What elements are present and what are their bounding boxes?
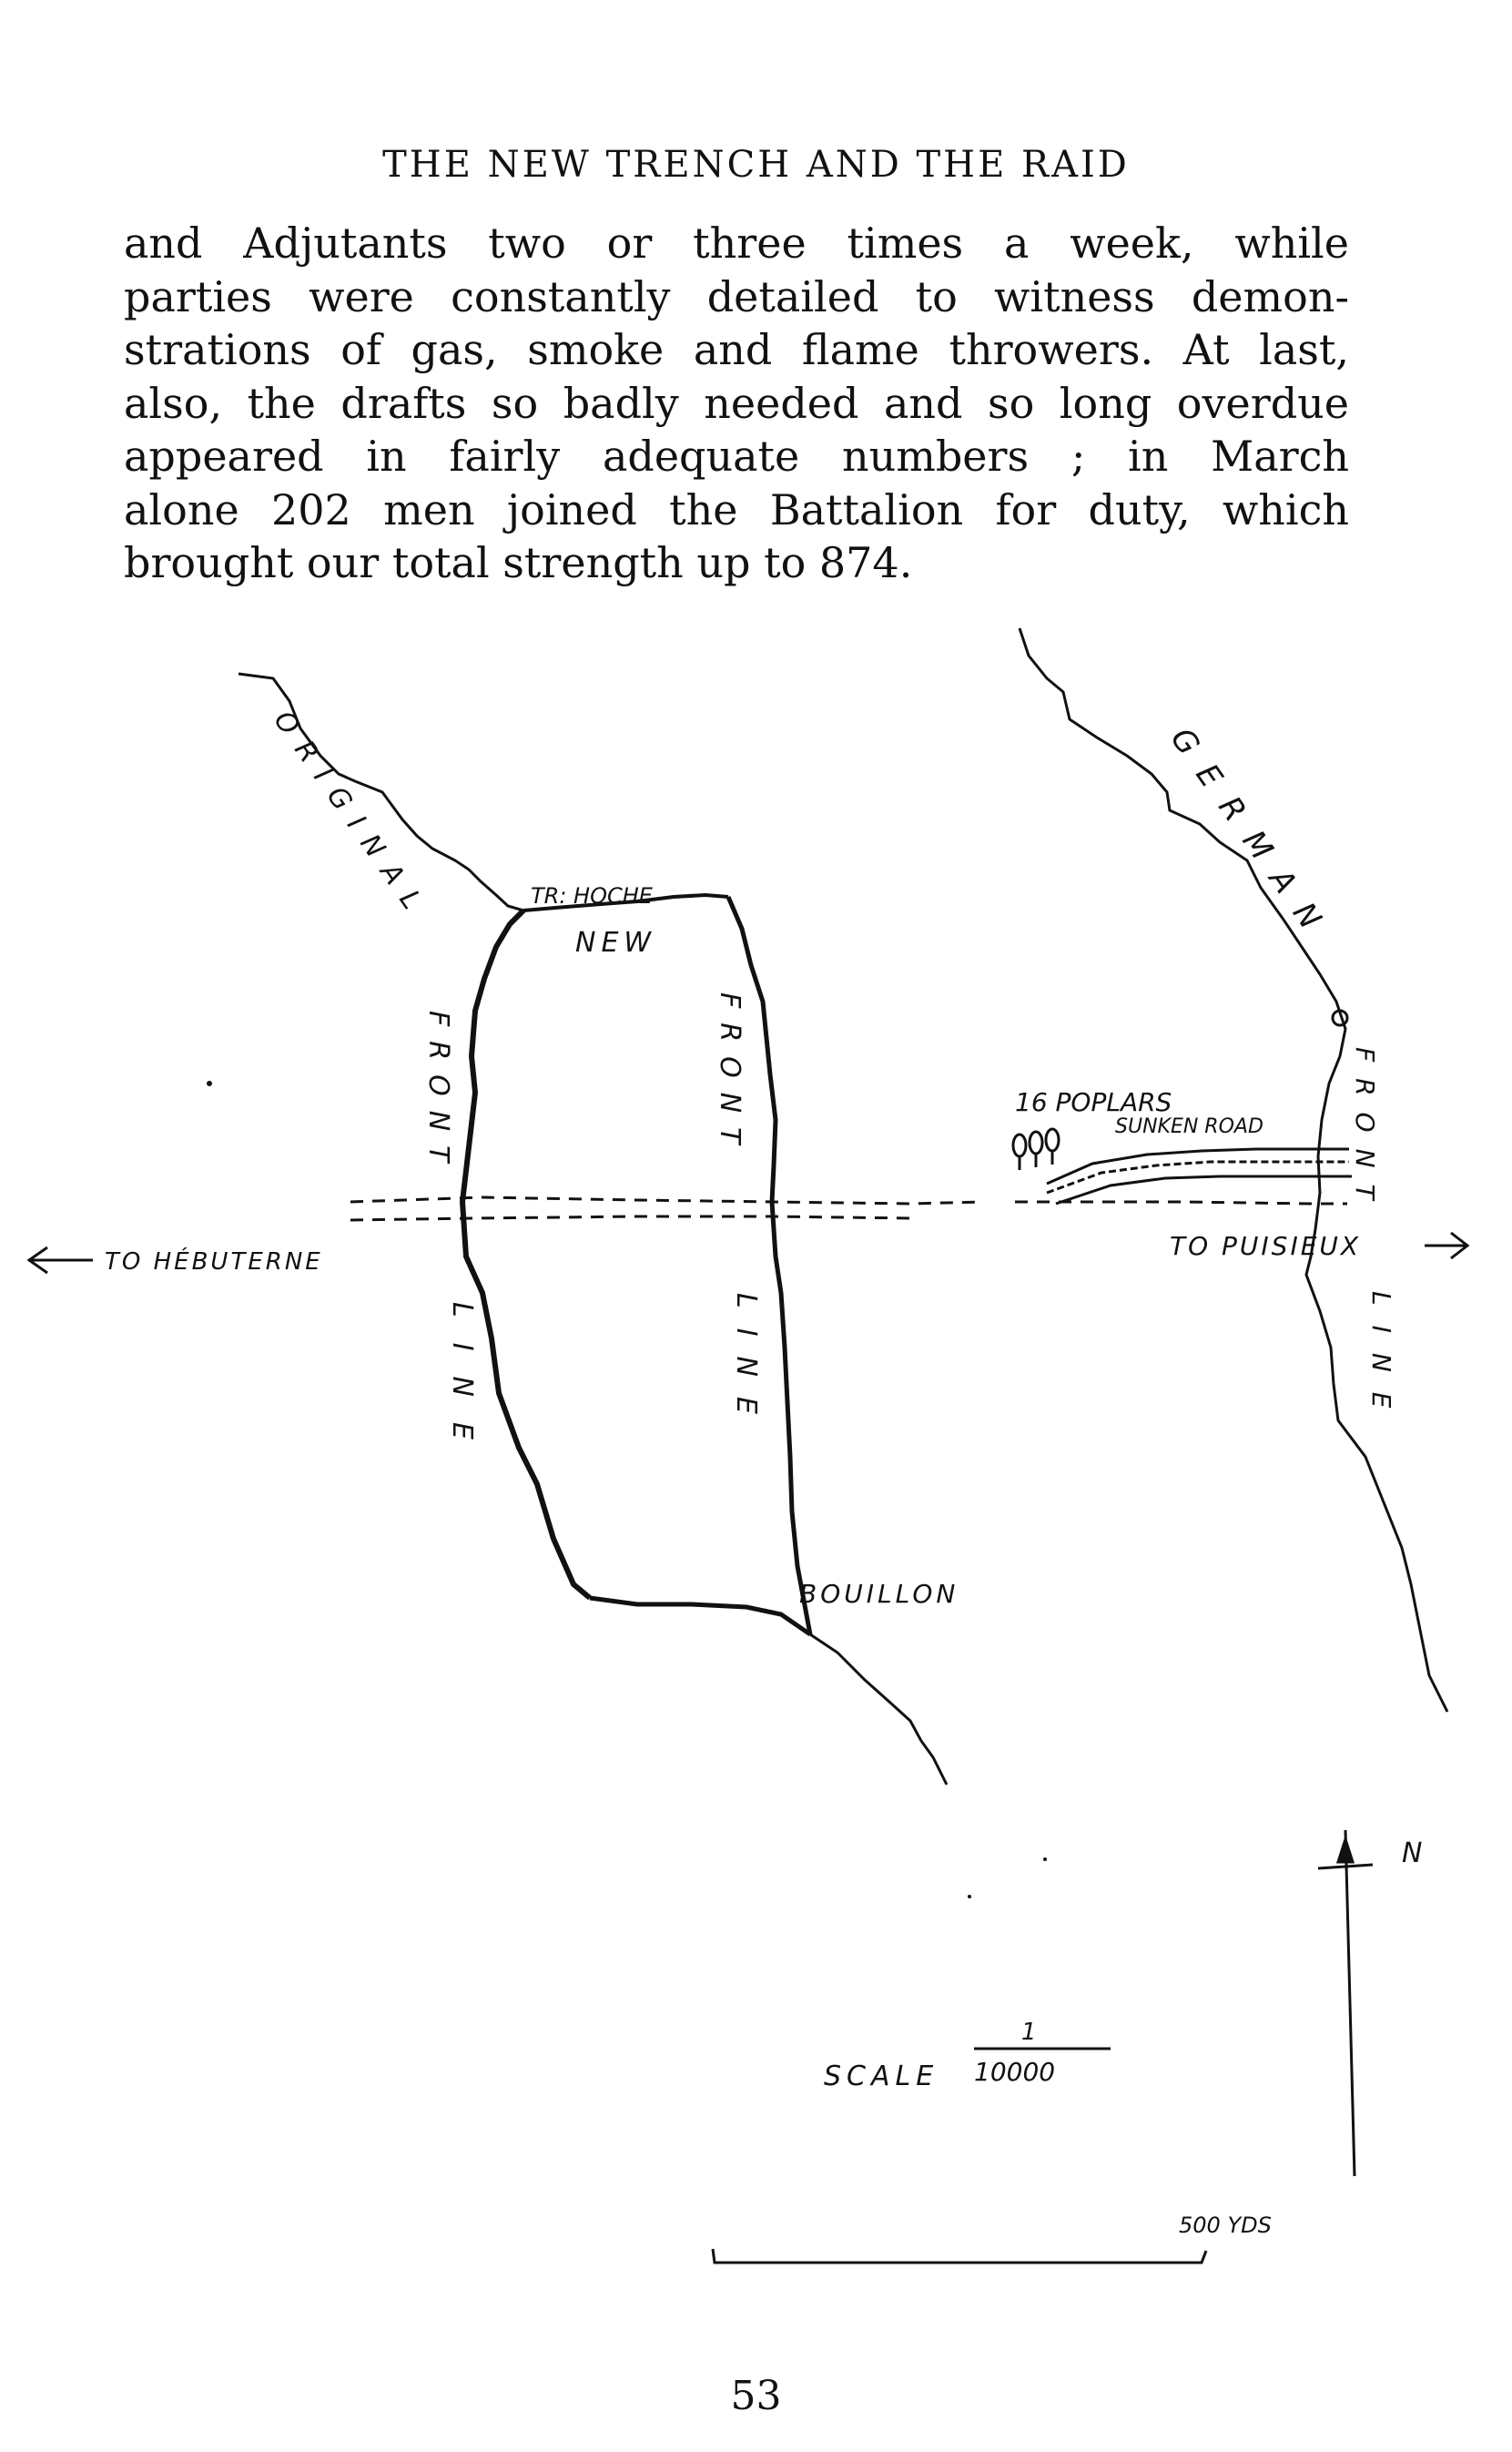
running-head: THE NEW TRENCH AND THE RAID xyxy=(382,144,1130,186)
scale-yards: 500 YDS xyxy=(1179,2213,1272,2238)
label-front-new: FRONT xyxy=(714,992,746,1158)
original-line xyxy=(459,908,592,1601)
label-bouillon: BOUILLON xyxy=(799,1579,959,1609)
stray-mark xyxy=(207,1081,212,1086)
strongpoint-marker xyxy=(1331,1009,1349,1027)
label-line-new: LINE xyxy=(730,1293,762,1434)
text-line: brought our total strength up to 874. xyxy=(124,538,913,587)
north-arrow-icon xyxy=(1317,1829,1374,2177)
label-tr-hoche: TR: HOCHE xyxy=(531,883,654,909)
bouillon-trench xyxy=(809,1633,949,1786)
page-number: 53 xyxy=(730,2373,782,2419)
body-paragraph: and Adjutants two or three times a week,… xyxy=(124,217,1349,590)
label-to-hebuterne: TO HÉBUTERNE xyxy=(105,1246,323,1276)
north-label: N xyxy=(1402,1837,1422,1869)
text-line: parties were constantly detailed to witn… xyxy=(124,271,1349,321)
scale-numerator: 1 xyxy=(1021,2019,1037,2046)
text-line: also, the drafts so badly needed and so … xyxy=(124,378,1349,428)
label-front-right: FRONT xyxy=(1350,1047,1380,1216)
original-line-upper xyxy=(238,672,524,912)
road-right xyxy=(1015,1200,1347,1206)
label-sunken-road: SUNKEN ROAD xyxy=(1115,1115,1263,1138)
label-original: ORIGINAL xyxy=(267,706,435,928)
label-poplars: 16 POPLARS xyxy=(1015,1087,1172,1117)
poplar-trees xyxy=(1011,1127,1060,1170)
stray-mark xyxy=(1043,1857,1047,1861)
road-lower xyxy=(350,1215,911,1222)
trench-map: ORIGINAL FRONT LINE TR: HOCHE NEW FRONT … xyxy=(26,627,1470,2264)
german-front-line xyxy=(1018,627,1449,1713)
scale-bar xyxy=(711,2248,1208,2264)
arrow-left-icon xyxy=(26,1246,93,1275)
label-line-left: LINE xyxy=(446,1302,478,1465)
text-line: alone 202 men joined the Battalion for d… xyxy=(124,484,1349,534)
scale-label: SCALE xyxy=(824,2060,939,2092)
label-line-right: LINE xyxy=(1366,1291,1396,1429)
sunken-road xyxy=(1046,1147,1349,1185)
text-line: appeared in fairly adequate numbers ; in… xyxy=(124,432,1349,481)
text-line: strations of gas, smoke and flame throwe… xyxy=(124,325,1349,374)
road-upper xyxy=(350,1195,984,1206)
text-line: and Adjutants two or three times a week,… xyxy=(124,219,1349,268)
hoche-trench xyxy=(523,892,729,912)
scale-denominator: 10000 xyxy=(974,2057,1055,2087)
arrow-right-icon xyxy=(1425,1231,1470,1260)
label-new: NEW xyxy=(575,927,656,959)
bottom-connector xyxy=(589,1595,812,1637)
label-to-puisieux: TO PUISIEUX xyxy=(1170,1231,1361,1261)
label-front-left: FRONT xyxy=(422,1011,454,1176)
label-german: GERMAN xyxy=(1163,721,1340,952)
sunken-road xyxy=(1055,1175,1352,1206)
sunken-road xyxy=(1046,1160,1349,1195)
stray-mark xyxy=(968,1895,971,1898)
